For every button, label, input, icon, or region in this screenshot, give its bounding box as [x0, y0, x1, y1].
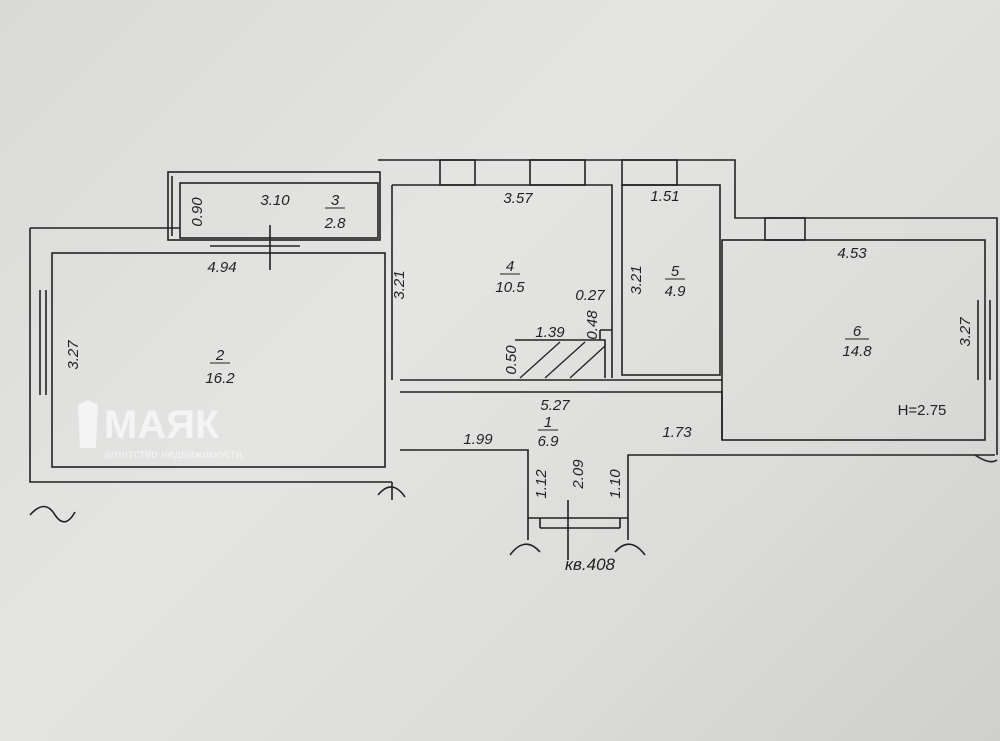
lighthouse-icon: [78, 400, 98, 448]
room-2-area: 16.2: [205, 370, 235, 387]
dim-room5-depth: 3.21: [628, 265, 645, 294]
watermark-brand: МАЯК: [104, 403, 220, 447]
dim-niche-b: 0.48: [584, 310, 601, 340]
room-3-number: 3: [331, 192, 340, 209]
dim-niche-d: 1.39: [535, 324, 565, 341]
room-6-area: 14.8: [842, 343, 872, 360]
dim-niche-c: 0.50: [503, 345, 520, 375]
walls: [29, 159, 998, 560]
room-5-area: 4.9: [665, 283, 687, 300]
dim-room3-depth: 0.90: [189, 197, 206, 227]
dim-room6-depth: 3.27: [957, 317, 974, 347]
dim-room4-width: 3.57: [503, 190, 533, 207]
watermark-logo: МАЯК агентство недвижимости: [78, 400, 242, 461]
room-4-area: 10.5: [495, 279, 525, 296]
room-1-number: 1: [544, 414, 552, 431]
dim-room2-width: 4.94: [207, 259, 236, 276]
room-2-number: 2: [215, 347, 225, 364]
dim-corridor-left: 1.99: [463, 431, 493, 448]
dim-corridor-length: 5.27: [540, 397, 570, 414]
dim-room5-width: 1.51: [650, 188, 679, 205]
dim-niche-a: 0.27: [575, 287, 605, 304]
dim-room3-width: 3.10: [260, 192, 290, 209]
dim-corridor-right: 1.73: [662, 424, 692, 441]
watermark-subtitle: агентство недвижимости: [104, 447, 242, 461]
room-3-area: 2.8: [324, 215, 347, 232]
dim-room2-depth: 3.27: [65, 340, 82, 370]
dim-room6-width: 4.53: [837, 245, 867, 262]
room-6-number: 6: [853, 323, 862, 340]
dim-entry-right: 1.10: [607, 469, 624, 499]
room-4-number: 4: [506, 258, 514, 275]
dim-room4-depth: 3.21: [391, 270, 408, 299]
ceiling-height: H=2.75: [898, 402, 947, 419]
dim-entry-left: 1.12: [533, 469, 550, 499]
room-5-number: 5: [671, 263, 680, 280]
dim-entry-mid: 2.09: [570, 459, 587, 490]
room-1-area: 6.9: [538, 433, 560, 450]
apartment-label: кв.408: [565, 555, 616, 574]
